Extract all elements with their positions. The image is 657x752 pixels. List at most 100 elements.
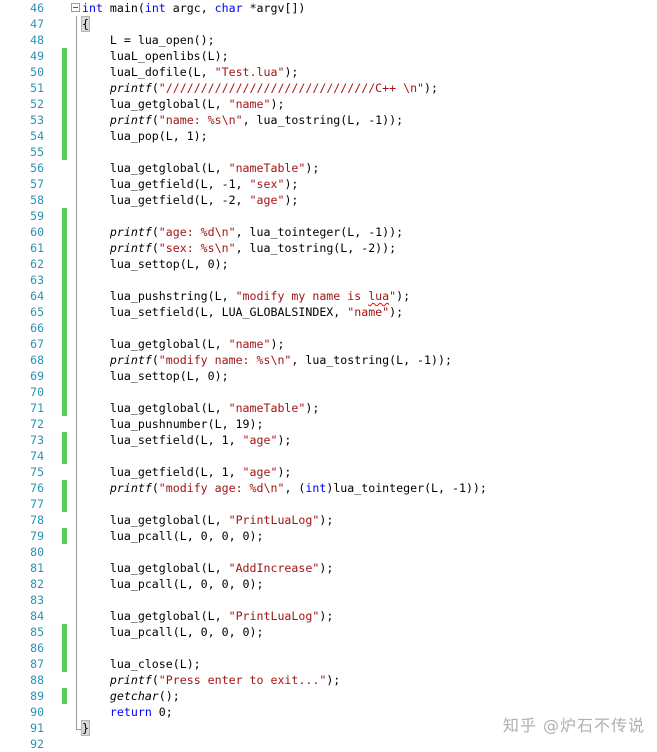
code-line[interactable]: 70 <box>0 384 657 400</box>
code-line[interactable]: 88 printf("Press enter to exit..."); <box>0 672 657 688</box>
code-text: int main(int argc, char *argv[]) <box>82 1 306 15</box>
line-number: 61 <box>30 241 44 255</box>
line-number-gutter <box>0 0 58 752</box>
code-text: lua_pop(L, 1); <box>82 129 208 143</box>
line-number: 69 <box>30 369 44 383</box>
code-line[interactable]: 74 <box>0 448 657 464</box>
code-line[interactable]: 83 <box>0 592 657 608</box>
code-line[interactable]: 53 printf("name: %s\n", lua_tostring(L, … <box>0 112 657 128</box>
code-line[interactable]: 51 printf("/////////////////////////////… <box>0 80 657 96</box>
code-line[interactable]: 75 lua_getfield(L, 1, "age"); <box>0 464 657 480</box>
code-line[interactable]: 69 lua_settop(L, 0); <box>0 368 657 384</box>
code-text: printf("modify age: %d\n", (int)lua_toin… <box>109 481 487 495</box>
change-marker <box>62 448 67 464</box>
change-marker <box>62 208 67 224</box>
code-line[interactable]: 71 lua_getglobal(L, "nameTable"); <box>0 400 657 416</box>
code-text: lua_pushnumber(L, 19); <box>82 417 264 431</box>
line-number: 64 <box>30 289 44 303</box>
line-number: 90 <box>30 705 44 719</box>
line-number: 47 <box>30 17 44 31</box>
line-number: 87 <box>30 657 44 671</box>
code-line[interactable]: 72 lua_pushnumber(L, 19); <box>0 416 657 432</box>
line-number: 59 <box>30 209 44 223</box>
code-line[interactable]: 85 lua_pcall(L, 0, 0, 0); <box>0 624 657 640</box>
code-line[interactable]: 61 printf("sex: %s\n", lua_tostring(L, -… <box>0 240 657 256</box>
code-line[interactable]: 65 lua_setfield(L, LUA_GLOBALSINDEX, "na… <box>0 304 657 320</box>
code-line[interactable]: 49 luaL_openlibs(L); <box>0 48 657 64</box>
code-line[interactable]: 64 lua_pushstring(L, "modify my name is … <box>0 288 657 304</box>
line-number: 51 <box>30 81 44 95</box>
code-line[interactable]: 91} <box>0 720 657 736</box>
change-marker <box>62 656 67 672</box>
change-marker <box>62 400 67 416</box>
code-line[interactable]: 62 lua_settop(L, 0); <box>0 256 657 272</box>
code-text: lua_pcall(L, 0, 0, 0); <box>82 529 264 543</box>
code-line[interactable]: 89 getchar(); <box>0 688 657 704</box>
code-text: printf("sex: %s\n", lua_tostring(L, -2))… <box>109 241 397 255</box>
code-text: lua_getfield(L, 1, "age"); <box>82 465 292 479</box>
line-number: 71 <box>30 401 44 415</box>
change-marker <box>62 240 67 256</box>
change-marker <box>62 48 67 64</box>
line-number: 75 <box>30 465 44 479</box>
code-text: lua_getglobal(L, "name"); <box>82 97 285 111</box>
code-line[interactable]: 56 lua_getglobal(L, "nameTable"); <box>0 160 657 176</box>
code-line[interactable]: 92 <box>0 736 657 752</box>
line-number: 66 <box>30 321 44 335</box>
line-number: 74 <box>30 449 44 463</box>
code-line[interactable]: 58 lua_getfield(L, -2, "age"); <box>0 192 657 208</box>
line-number: 80 <box>30 545 44 559</box>
code-text: printf("modify name: %s\n", lua_tostring… <box>109 353 452 367</box>
code-line[interactable]: 78 lua_getglobal(L, "PrintLuaLog"); <box>0 512 657 528</box>
code-text: printf("Press enter to exit..."); <box>109 673 341 687</box>
code-line[interactable]: 55 <box>0 144 657 160</box>
code-line[interactable]: 68 printf("modify name: %s\n", lua_tostr… <box>0 352 657 368</box>
fold-collapse-icon[interactable] <box>71 3 80 12</box>
code-line[interactable]: 47 { <box>0 16 657 32</box>
code-line[interactable]: 52 lua_getglobal(L, "name"); <box>0 96 657 112</box>
code-line[interactable]: 86 <box>0 640 657 656</box>
code-line[interactable]: 67 lua_getglobal(L, "name"); <box>0 336 657 352</box>
code-line[interactable]: 73 lua_setfield(L, 1, "age"); <box>0 432 657 448</box>
line-number: 78 <box>30 513 44 527</box>
line-number: 55 <box>30 145 44 159</box>
code-line[interactable]: 82 lua_pcall(L, 0, 0, 0); <box>0 576 657 592</box>
code-line[interactable]: 81 lua_getglobal(L, "AddIncrease"); <box>0 560 657 576</box>
code-line[interactable]: 48 L = lua_open(); <box>0 32 657 48</box>
code-line[interactable]: 54 lua_pop(L, 1); <box>0 128 657 144</box>
code-line[interactable]: 57 lua_getfield(L, -1, "sex"); <box>0 176 657 192</box>
line-number: 81 <box>30 561 44 575</box>
change-marker <box>62 480 67 496</box>
change-marker <box>62 384 67 400</box>
change-marker <box>62 80 67 96</box>
change-marker <box>62 640 67 656</box>
change-marker <box>62 256 67 272</box>
code-line[interactable]: 84 lua_getglobal(L, "PrintLuaLog"); <box>0 608 657 624</box>
code-line[interactable]: 90 return 0; <box>0 704 657 720</box>
line-number: 68 <box>30 353 44 367</box>
line-number: 88 <box>30 673 44 687</box>
code-line[interactable]: 59 <box>0 208 657 224</box>
code-line[interactable]: 50 luaL_dofile(L, "Test.lua"); <box>0 64 657 80</box>
code-line[interactable]: 63 <box>0 272 657 288</box>
code-line[interactable]: 76 printf("modify age: %d\n", (int)lua_t… <box>0 480 657 496</box>
line-number: 56 <box>30 161 44 175</box>
line-number: 86 <box>30 641 44 655</box>
line-number: 82 <box>30 577 44 591</box>
code-text: lua_settop(L, 0); <box>82 257 229 271</box>
line-number: 48 <box>30 33 44 47</box>
code-line[interactable]: 77 <box>0 496 657 512</box>
code-line[interactable]: 79 lua_pcall(L, 0, 0, 0); <box>0 528 657 544</box>
change-marker <box>62 144 67 160</box>
code-line[interactable]: 87 lua_close(L); <box>0 656 657 672</box>
line-number: 67 <box>30 337 44 351</box>
change-marker <box>62 128 67 144</box>
code-text: { <box>81 16 90 32</box>
code-line[interactable]: 80 <box>0 544 657 560</box>
code-text: } <box>81 720 90 736</box>
line-number: 54 <box>30 129 44 143</box>
code-line[interactable]: 66 <box>0 320 657 336</box>
code-line[interactable]: 60 printf("age: %d\n", lua_tointeger(L, … <box>0 224 657 240</box>
